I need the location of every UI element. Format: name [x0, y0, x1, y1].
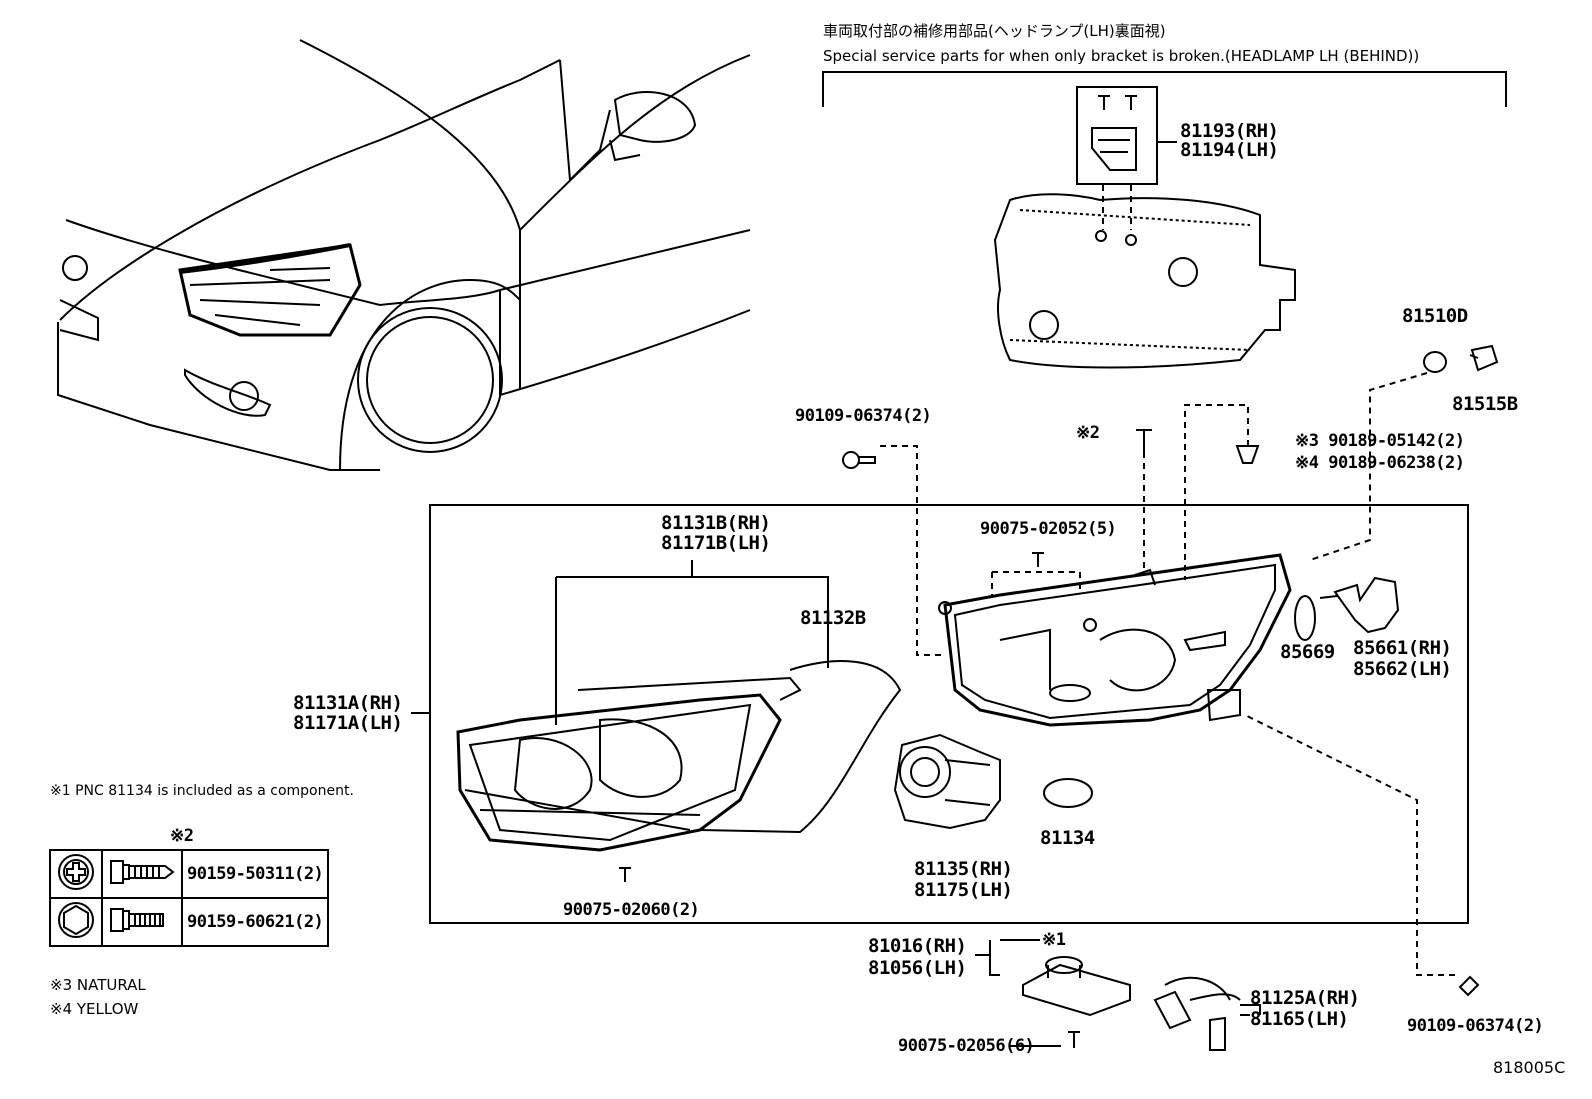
label-mark2: ※2 — [1076, 423, 1100, 443]
label-81515b: 81515B — [1452, 393, 1518, 415]
label-81056: 81056(LH) — [868, 957, 967, 979]
label-81193: 81193(RH) — [1180, 120, 1279, 142]
label-mark1: ※1 — [1042, 930, 1066, 950]
fastener-part-no: 90159-60621(2) — [180, 897, 330, 947]
header-title-jp: 車両取付部の補修用部品(ヘッドランプ(LH)裏面視) — [823, 22, 1166, 40]
table-row: 90159-60621(2) — [49, 897, 330, 947]
ring-81134-illustration — [1043, 778, 1093, 808]
label-81171b: 81171B(LH) — [661, 532, 771, 554]
label-90075-02056: 90075-02056(6) — [898, 1036, 1035, 1056]
projector-unit-illustration — [893, 733, 1001, 830]
wire-harness-illustration — [1153, 976, 1261, 1051]
label-85661: 85661(RH) — [1353, 637, 1452, 659]
bulb-socket-illustration — [1309, 344, 1499, 561]
label-85662: 85662(LH) — [1353, 658, 1452, 680]
fastener-table-header: ※2 — [170, 826, 194, 846]
fastener-part-no: 90159-50311(2) — [180, 849, 330, 899]
note-1: ※1 PNC 81134 is included as a component. — [50, 783, 354, 799]
label-85669: 85669 — [1280, 641, 1335, 663]
label-81125a: 81125A(RH) — [1250, 987, 1360, 1009]
label-90189-05142: ※3 90189-05142(2) — [1295, 431, 1465, 451]
label-81131a: 81131A(RH) — [293, 692, 403, 714]
label-81134: 81134 — [1040, 827, 1095, 849]
loose-fasteners — [619, 404, 1480, 1048]
headlamp-housing-illustration — [938, 553, 1292, 727]
label-90109-top: 90109-06374(2) — [795, 406, 932, 426]
hex-bolt-icon — [101, 897, 183, 947]
label-90109-bottom: 90109-06374(2) — [1407, 1016, 1544, 1036]
label-81132b: 81132B — [800, 607, 866, 629]
label-81171a: 81171A(LH) — [293, 712, 403, 734]
label-81135: 81135(RH) — [914, 858, 1013, 880]
label-81510d: 81510D — [1402, 305, 1468, 327]
vehicle-front-illustration — [57, 39, 751, 471]
diagram-code: 818005C — [1493, 1058, 1566, 1077]
note-4: ※4 YELLOW — [50, 1000, 139, 1018]
phillips-screw-icon — [101, 849, 183, 899]
label-81165: 81165(LH) — [1250, 1008, 1349, 1030]
label-81131b: 81131B(RH) — [661, 512, 771, 534]
headlamp-lens-illustration — [456, 560, 902, 852]
hex-head-icon — [49, 897, 103, 947]
label-90075-02060: 90075-02060(2) — [563, 900, 700, 920]
header-title-en: Special service parts for when only brac… — [823, 47, 1420, 65]
label-90075-02052: 90075-02052(5) — [980, 519, 1117, 539]
bracket-service-box — [822, 71, 1507, 369]
ballast-illustration — [975, 939, 1131, 1017]
label-90189-06238: ※4 90189-06238(2) — [1295, 453, 1465, 473]
note-3: ※3 NATURAL — [50, 976, 146, 994]
label-81194: 81194(LH) — [1180, 139, 1279, 161]
table-row: 90159-50311(2) — [49, 849, 330, 899]
phillips-head-icon — [49, 849, 103, 899]
label-81016: 81016(RH) — [868, 935, 967, 957]
leveling-motor-illustration — [1294, 576, 1400, 641]
label-81175: 81175(LH) — [914, 879, 1013, 901]
fastener-table: 90159-50311(2) 90159-60621(2) — [49, 849, 330, 947]
